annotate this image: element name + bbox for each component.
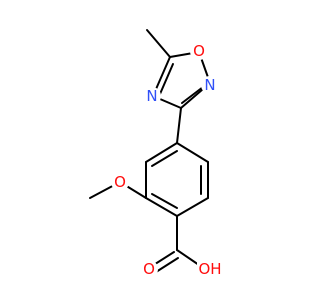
bond-c-o-double-b [155,257,179,273]
bond-methyl [146,29,171,58]
mask-carbonyl-o [140,260,158,278]
atom-carbonyl-o: O [143,260,155,278]
atom-ring-n-left: N [146,87,157,105]
atom-methoxy-o: O [114,173,126,191]
bond-c-oh [176,249,200,266]
atom-ring-n-right: N [204,76,215,94]
mask-methoxy-o [111,173,129,191]
mask-hydroxyl [197,259,223,279]
mask-ring-o [190,42,208,60]
bond-ar-3 [176,197,209,217]
bond-ar-6 [145,142,178,163]
mask-ring-n-right [201,76,219,94]
atom-ring-o: O [193,42,205,60]
bond-c3-aryl [176,107,182,144]
bond-ar-4 [145,197,178,217]
atom-hydroxyl: OH [198,260,221,278]
bond-ar-1 [176,142,209,163]
atom-labels: O N N O O OH [111,42,223,279]
bond-ar-4-double [151,193,178,209]
molecule-structure: O N N O O OH [89,29,223,279]
bond-ar-6-double [151,150,178,167]
mask-ring-n-left [143,87,161,105]
bond-n2-c3-double [181,86,204,104]
bond-n4-c5-double [159,63,174,95]
bonds [89,29,211,273]
